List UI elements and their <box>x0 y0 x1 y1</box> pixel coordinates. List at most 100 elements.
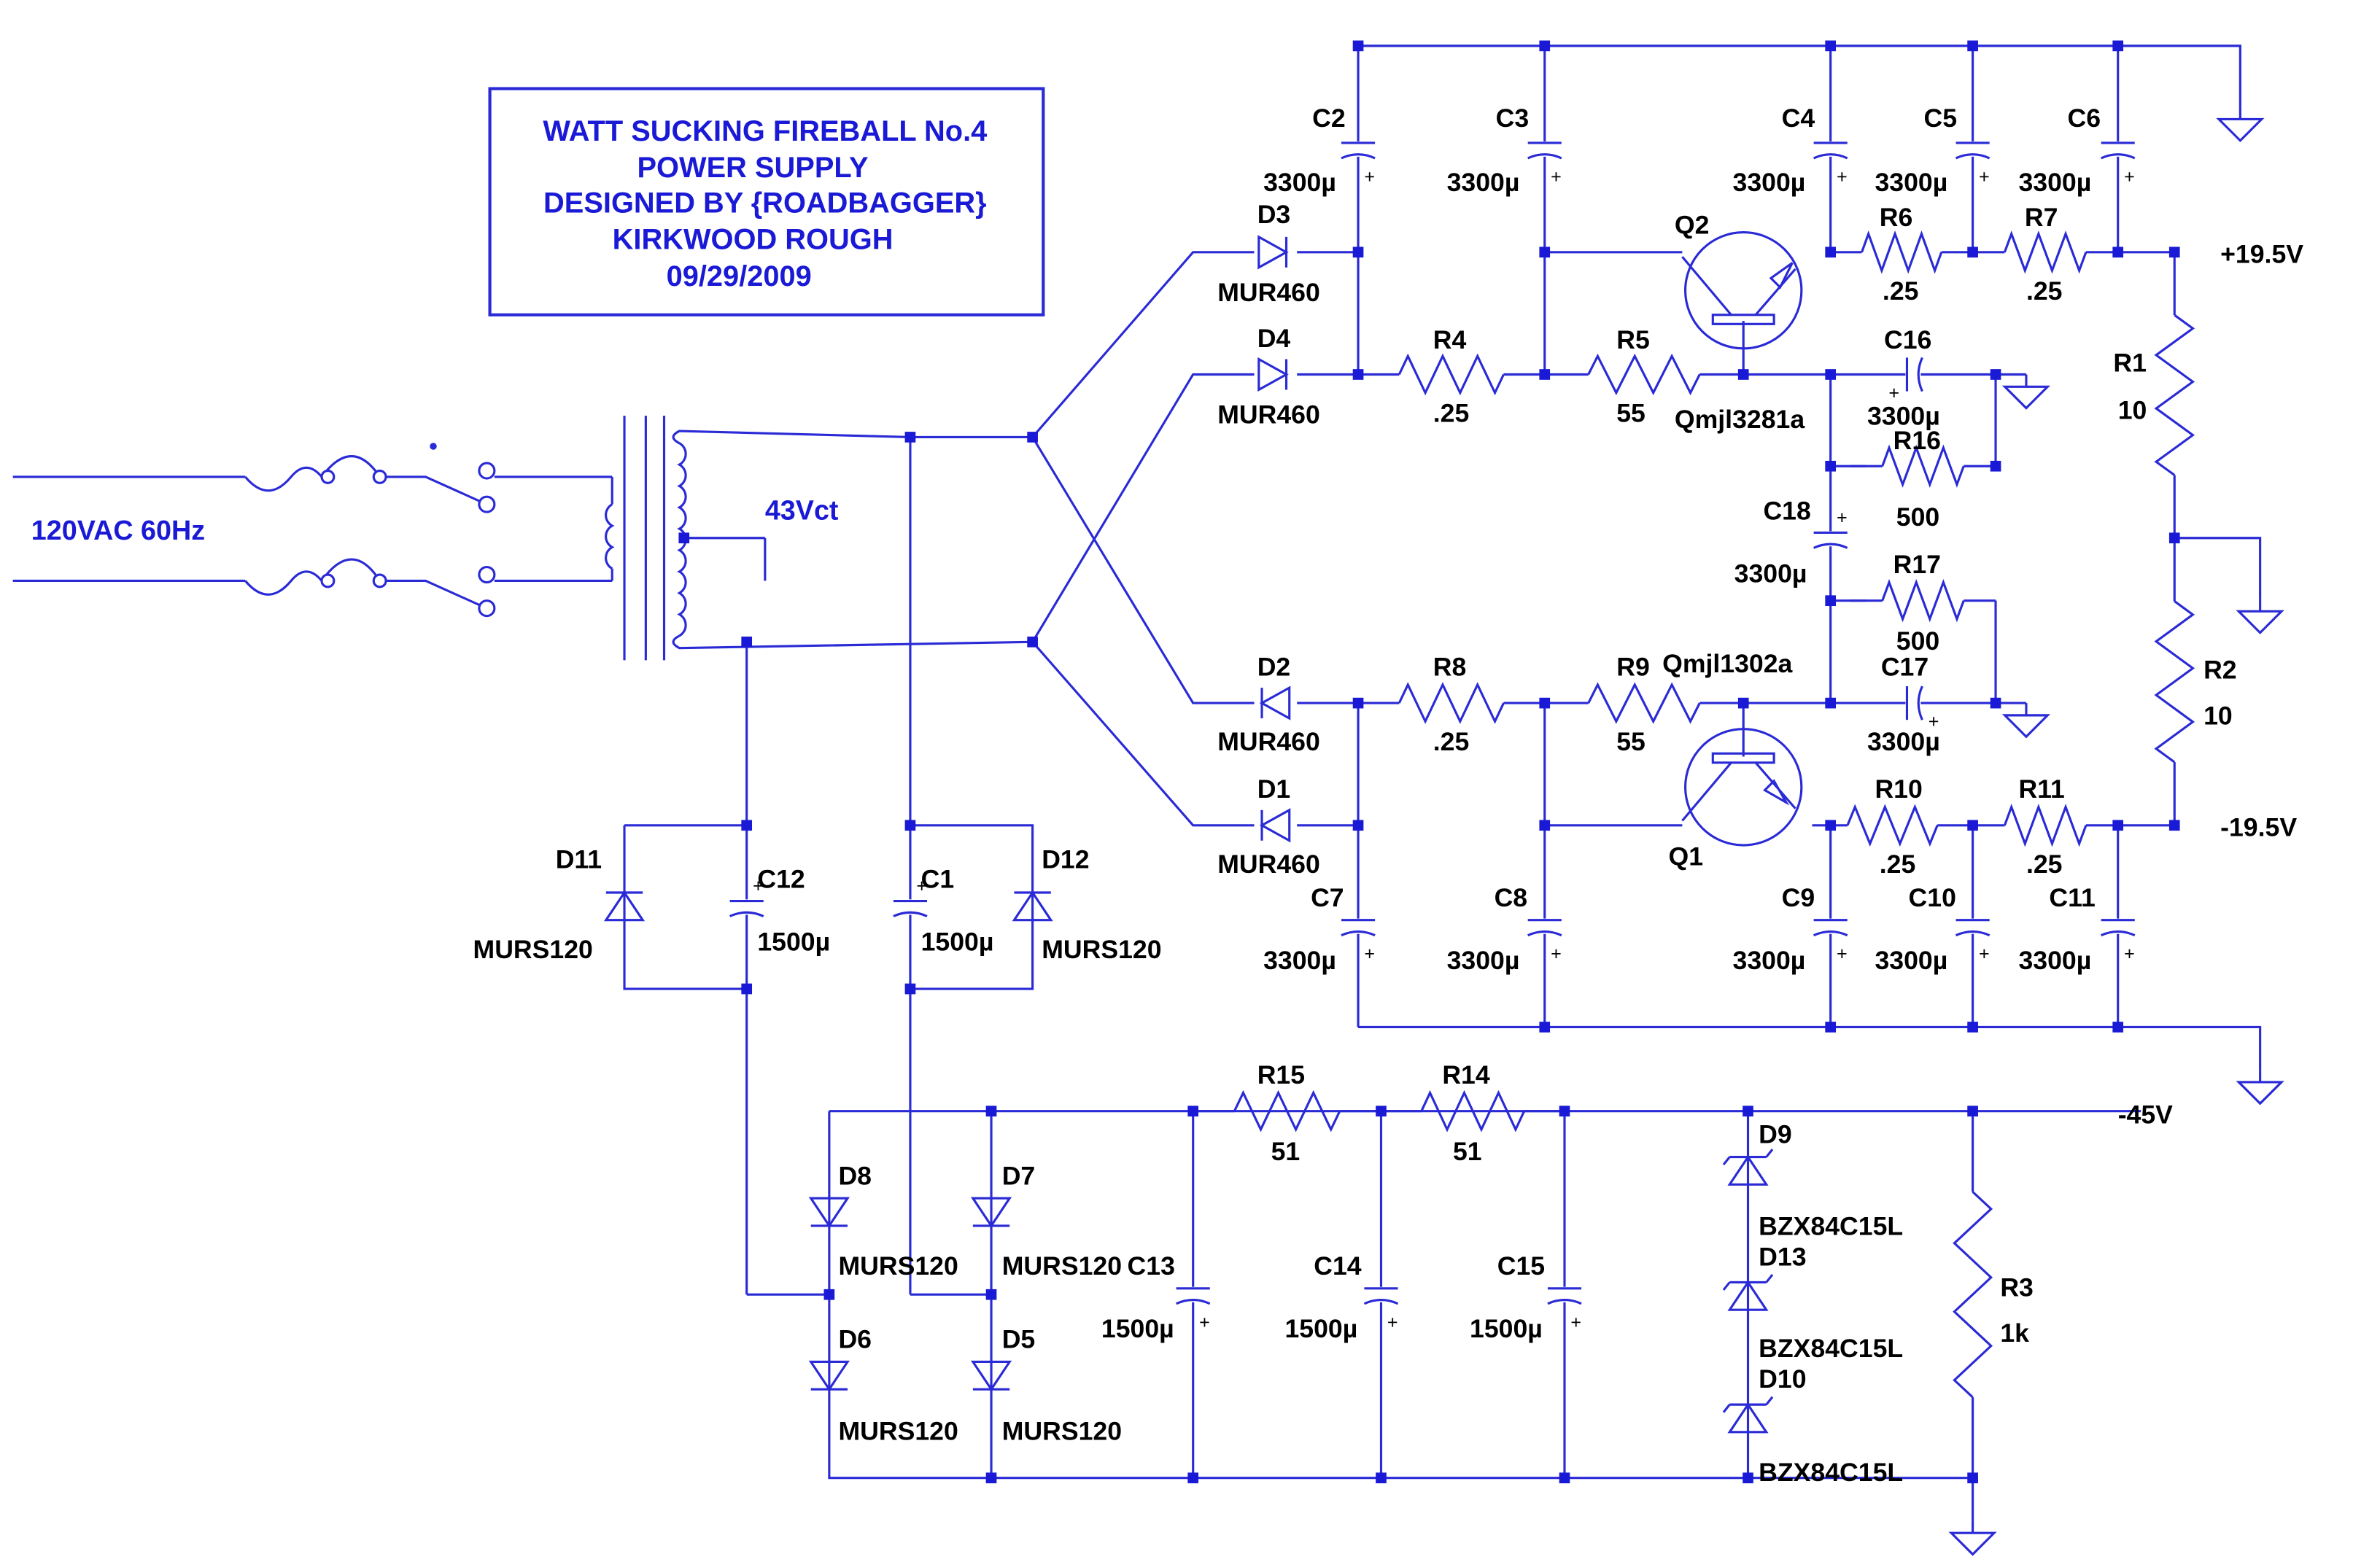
label-r7-value: .25 <box>2026 276 2063 306</box>
label-c6-value: 3300µ <box>2018 168 2091 197</box>
wire-path <box>1358 1025 2262 1071</box>
junction-node <box>1967 40 1978 52</box>
label-d10-value: BZX84C15L <box>1759 1458 1903 1487</box>
wires <box>623 44 2262 1521</box>
diode-d6 <box>808 1360 850 1391</box>
junction-node <box>904 820 916 831</box>
label-c16-value: 3300µ <box>1867 402 1940 431</box>
label-r8-value: .25 <box>1433 727 1470 756</box>
junction-node <box>1187 1472 1199 1484</box>
polarity-mark: + <box>1837 944 1848 964</box>
label-c13-value: 1500µ <box>1101 1314 1174 1343</box>
label-r9-value: 55 <box>1616 727 1646 756</box>
junction-node <box>1737 697 1749 709</box>
junction-node <box>1539 40 1551 52</box>
junction-node <box>1825 40 1837 52</box>
label-c2-value: 3300µ <box>1263 168 1336 197</box>
polarity-mark: + <box>1929 712 1939 732</box>
ground-symbol <box>2236 599 2284 634</box>
label-d4: D4 <box>1257 324 1291 353</box>
label-c2: C2 <box>1312 104 1346 133</box>
label-r2: R2 <box>2203 656 2237 685</box>
label-d3-value: MUR460 <box>1217 278 1320 307</box>
junction-node <box>1825 595 1837 607</box>
junction-node <box>985 1289 997 1300</box>
capacitor-c17: + <box>1905 685 1939 732</box>
label-neg-rail: -19.5V <box>2220 812 2297 842</box>
transistor-q2 <box>1681 231 1803 350</box>
wire-path <box>623 825 747 990</box>
label-d13-value: BZX84C15L <box>1759 1334 1903 1363</box>
junction-node <box>904 983 916 995</box>
label-r5-value: 55 <box>1616 398 1646 427</box>
polarity-mark: + <box>1979 944 1990 964</box>
resistor-r4 <box>1398 353 1505 396</box>
capacitor-c16: + <box>1888 357 1923 403</box>
capacitor-c4: + <box>1813 141 1848 187</box>
label-d12-value: MURS120 <box>1042 935 1161 964</box>
label-c9-value: 3300µ <box>1733 946 1806 975</box>
label-r14-value: 51 <box>1453 1137 1482 1166</box>
junction-node <box>1352 369 1364 380</box>
capacitor-c7: + <box>1341 919 1376 964</box>
ground-symbol <box>1948 1520 1997 1556</box>
component-labels: C23300µC33300µC43300µC53300µC63300µD3MUR… <box>473 104 2304 1487</box>
label-d8: D8 <box>838 1161 872 1190</box>
label-c4: C4 <box>1782 104 1815 133</box>
capacitor-c13: + <box>1175 1287 1211 1332</box>
label-r16-value: 500 <box>1896 502 1939 532</box>
label-d8-value: MURS120 <box>838 1251 958 1281</box>
capacitor-c3: + <box>1527 141 1562 187</box>
label-r6: R6 <box>1880 203 1913 232</box>
capacitor-c1: + <box>893 876 928 917</box>
label-c11: C11 <box>2049 883 2095 912</box>
label-r10-value: .25 <box>1880 850 1916 879</box>
wire-path <box>2174 537 2262 599</box>
label-d7: D7 <box>1002 1161 1036 1190</box>
ground-symbol <box>2001 374 2051 410</box>
wire-path <box>1031 641 1255 827</box>
zener-d13 <box>1722 1273 1774 1311</box>
junction-node <box>823 1289 835 1300</box>
title-line-2: POWER SUPPLY <box>637 152 869 184</box>
capacitor-c12: + <box>729 876 764 917</box>
junction-node <box>1743 1472 1753 1484</box>
junction-node <box>1352 246 1364 258</box>
polarity-mark: + <box>1888 383 1899 403</box>
diode-d3 <box>1257 235 1289 270</box>
label-c18-value: 3300µ <box>1734 559 1807 588</box>
junction-node <box>1352 820 1364 831</box>
resistor-r17 <box>1881 578 1965 623</box>
polarity-mark: + <box>1979 166 1990 187</box>
label-r7: R7 <box>2025 203 2058 232</box>
junction-node <box>1825 369 1837 380</box>
diode-d8 <box>808 1197 850 1228</box>
label-c14: C14 <box>1314 1251 1362 1281</box>
junction-node <box>1737 369 1749 380</box>
resistor-r1 <box>2154 314 2195 476</box>
junction-node <box>1352 697 1364 709</box>
polarity-mark: + <box>1364 166 1375 187</box>
junction-node <box>1825 1022 1837 1033</box>
junction-node <box>1825 460 1837 472</box>
junction-node <box>1990 697 2001 709</box>
capacitor-c9: + <box>1813 919 1848 964</box>
junction-node <box>1990 369 2001 380</box>
label-c7: C7 <box>1311 883 1344 912</box>
label-c9: C9 <box>1782 883 1815 912</box>
zener-d10 <box>1722 1396 1774 1434</box>
title-line-5: 09/29/2009 <box>667 260 812 292</box>
label-c17: C17 <box>1881 652 1929 681</box>
capacitor-c6: + <box>2101 141 2136 187</box>
label-r1: R1 <box>2113 348 2147 377</box>
label-r6-value: .25 <box>1883 276 1919 306</box>
label-c12: C12 <box>757 865 805 894</box>
zener-d9 <box>1722 1149 1774 1186</box>
polarity-mark: + <box>1387 1312 1398 1332</box>
label-c10-value: 3300µ <box>1875 946 1947 975</box>
junction-node <box>1539 1022 1551 1033</box>
label-r4-value: .25 <box>1433 398 1470 427</box>
junction-node <box>1559 1472 1570 1484</box>
junction-node <box>904 432 916 443</box>
ground-symbol <box>2236 1070 2284 1106</box>
